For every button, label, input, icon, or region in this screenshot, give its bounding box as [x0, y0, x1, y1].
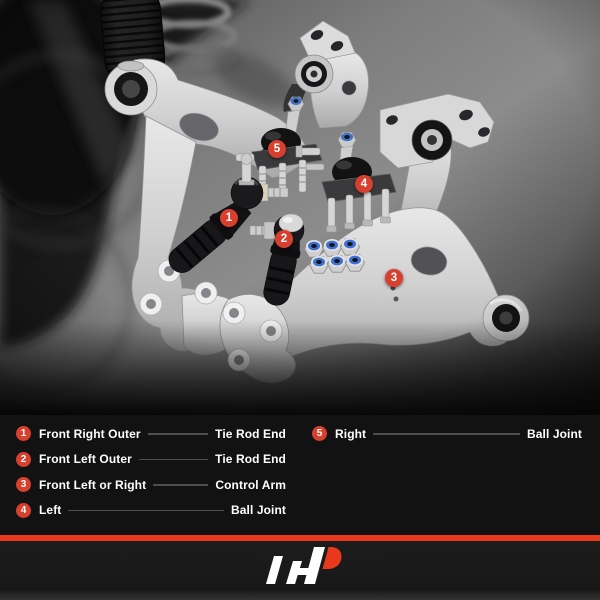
legend-part-label: Ball Joint	[526, 426, 582, 441]
part-marker-4: 4	[355, 175, 373, 193]
product-photo: 1 2 3 4 5	[0, 0, 600, 415]
legend-row-1: 1 Front Right Outer Tie Rod End	[16, 421, 286, 447]
legend-connector-line	[153, 484, 209, 486]
legend-part-label: Control Arm	[215, 477, 286, 492]
legend-connector-line	[138, 458, 209, 460]
ap-monogram-logo-icon	[266, 547, 342, 584]
legend-number-badge: 5	[312, 426, 327, 442]
legend-number-badge: 1	[16, 426, 31, 442]
legend-number-badge: 4	[16, 502, 31, 518]
part-marker-3: 3	[385, 269, 403, 287]
red-divider-bar	[0, 535, 600, 541]
legend-position-label: Front Right Outer	[39, 426, 141, 441]
legend-position-label: Left	[39, 503, 62, 518]
brand-footer	[0, 541, 600, 600]
legend-part-label: Tie Rod End	[215, 452, 286, 467]
part-marker-2: 2	[275, 230, 293, 248]
legend-row-5: 5 Right Ball Joint	[312, 421, 582, 447]
legend-connector-line	[68, 509, 224, 511]
legend-position-label: Front Left or Right	[39, 477, 147, 492]
legend-number-badge: 3	[16, 477, 31, 493]
legend-connector-line	[373, 433, 520, 435]
photo-vignette	[0, 0, 600, 415]
legend-row-2: 2 Front Left Outer Tie Rod End	[16, 447, 286, 473]
legend-part-label: Ball Joint	[230, 503, 286, 518]
legend-position-label: Right	[335, 426, 367, 441]
legend-row-4: 4 Left Ball Joint	[16, 498, 286, 524]
part-marker-5: 5	[268, 140, 286, 158]
legend-connector-line	[147, 433, 209, 435]
legend-part-label: Tie Rod End	[215, 426, 286, 441]
legend-number-badge: 2	[16, 451, 31, 467]
legend-row-3: 3 Front Left or Right Control Arm	[16, 472, 286, 498]
parts-photo-scene	[0, 0, 600, 415]
legend-position-label: Front Left Outer	[39, 452, 132, 467]
part-marker-1: 1	[220, 209, 238, 227]
legend-column-right: 5 Right Ball Joint	[312, 421, 582, 447]
